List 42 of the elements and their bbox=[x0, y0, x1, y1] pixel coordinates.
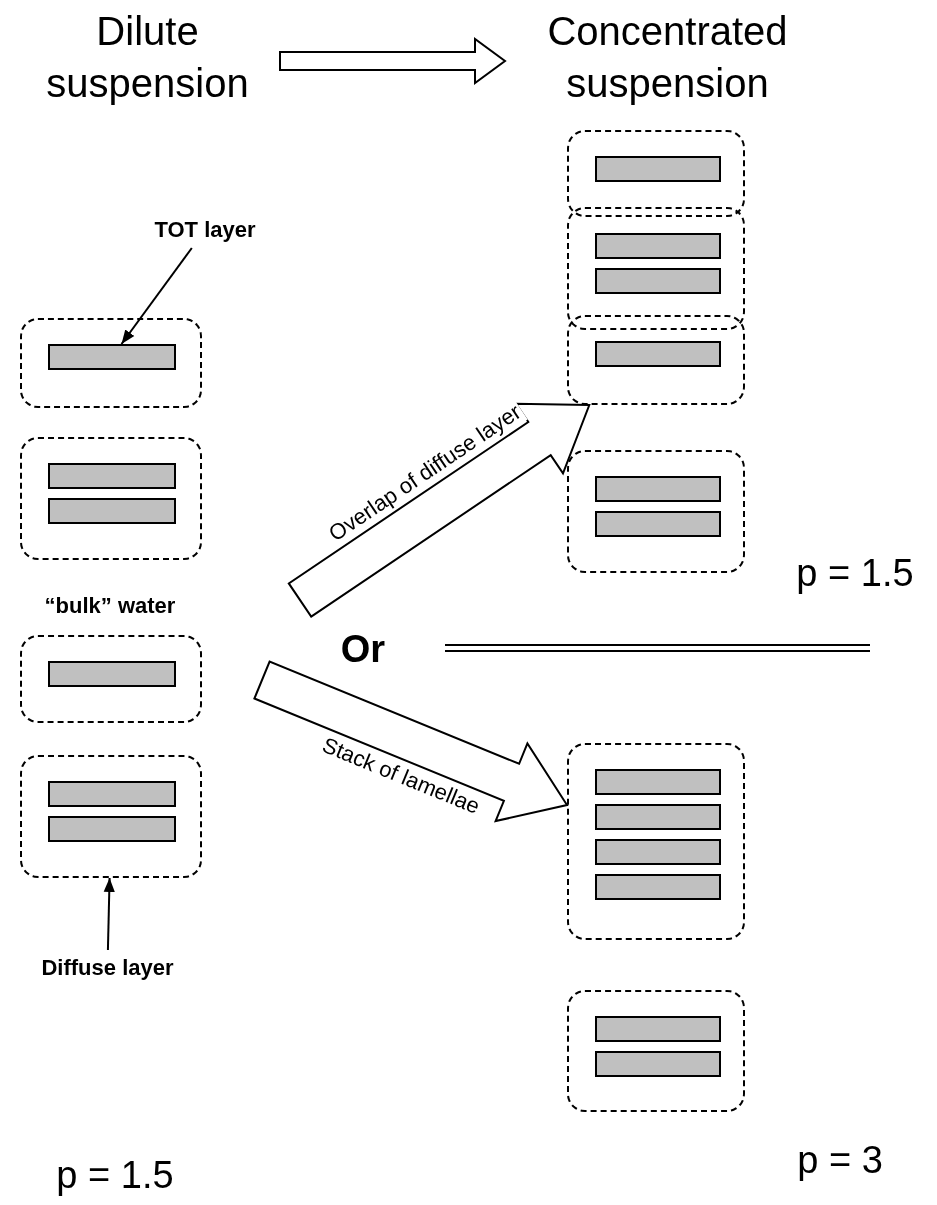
heading-text: Dilute suspension bbox=[15, 5, 280, 117]
layer-bar bbox=[48, 498, 176, 524]
dashed-box bbox=[20, 635, 202, 723]
region-label: “bulk” water bbox=[43, 592, 177, 620]
block-arrow bbox=[253, 660, 569, 823]
dashed-box bbox=[567, 990, 745, 1112]
dashed-box bbox=[567, 450, 745, 573]
layer-bar bbox=[595, 511, 721, 537]
layer-bar bbox=[595, 874, 721, 900]
dashed-box bbox=[567, 315, 745, 405]
layer-bar bbox=[595, 341, 721, 367]
layer-bar bbox=[48, 816, 176, 842]
callout-label: TOT layer bbox=[110, 212, 300, 248]
heading-text: Concentrated suspension bbox=[505, 5, 830, 117]
layer-bar bbox=[595, 769, 721, 795]
layer-bar bbox=[48, 781, 176, 807]
leader-arrow bbox=[103, 877, 115, 951]
dashed-box bbox=[567, 743, 745, 940]
layer-bar bbox=[48, 661, 176, 687]
layer-bar bbox=[48, 463, 176, 489]
separator-word: Or bbox=[339, 627, 387, 672]
dashed-box bbox=[567, 207, 745, 330]
callout-label: Diffuse layer bbox=[5, 950, 210, 986]
layer-bar bbox=[595, 268, 721, 294]
dashed-box bbox=[20, 437, 202, 560]
dashed-box bbox=[567, 130, 745, 217]
p-value-label: p = 1.5 bbox=[55, 1153, 175, 1198]
layer-bar bbox=[48, 344, 176, 370]
layer-bar bbox=[595, 1016, 721, 1042]
layer-bar bbox=[595, 804, 721, 830]
block-arrow bbox=[287, 402, 591, 618]
p-value-label: p = 1.5 bbox=[795, 551, 915, 596]
block-arrow bbox=[279, 37, 507, 85]
layer-bar bbox=[595, 476, 721, 502]
dashed-box bbox=[20, 755, 202, 878]
layer-bar bbox=[595, 839, 721, 865]
layer-bar bbox=[595, 233, 721, 259]
dashed-box bbox=[20, 318, 202, 408]
p-value-label: p = 3 bbox=[796, 1138, 884, 1183]
layer-bar bbox=[595, 1051, 721, 1077]
layer-bar bbox=[595, 156, 721, 182]
leader-arrow bbox=[120, 247, 193, 345]
